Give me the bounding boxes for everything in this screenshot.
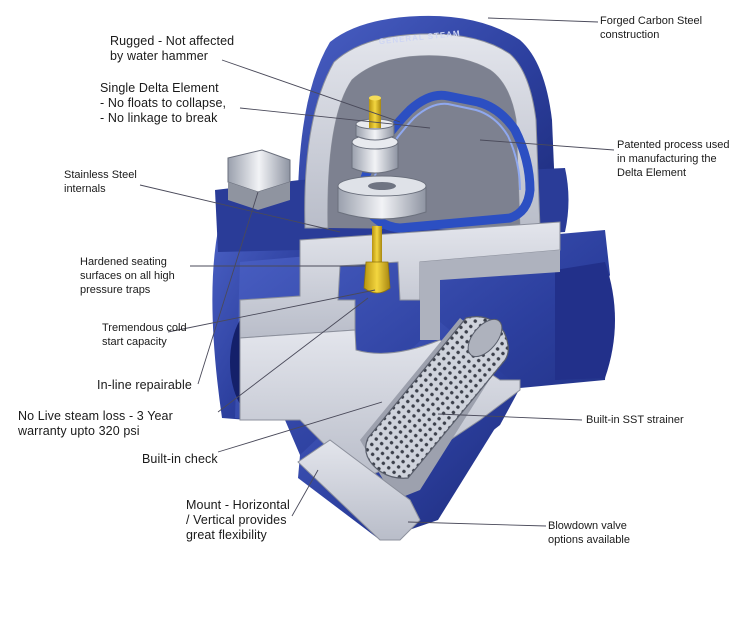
leader-cold-start bbox=[167, 289, 376, 333]
callout-patented-line3: Delta Element bbox=[617, 167, 687, 179]
leader-delta bbox=[239, 107, 431, 129]
callout-forged: Forged Carbon Steel construction bbox=[600, 14, 702, 42]
callout-hardened-line2: surfaces on all high bbox=[80, 270, 175, 282]
callout-mount-line1: Mount - Horizontal bbox=[186, 498, 290, 512]
delta-element bbox=[355, 90, 535, 233]
callout-cold-line1: Tremendous cold bbox=[102, 322, 187, 334]
callout-steam-line2: warranty upto 320 psi bbox=[18, 424, 140, 438]
callout-hardened: Hardened seating surfaces on all high pr… bbox=[80, 255, 175, 297]
valve-plug bbox=[363, 261, 391, 294]
callout-patented-line2: in manufacturing the bbox=[617, 153, 717, 165]
callout-rugged-line2: by water hammer bbox=[110, 49, 209, 63]
callout-patented-line1: Patented process used bbox=[617, 139, 730, 151]
leader-rugged bbox=[221, 59, 401, 123]
callout-cold-start: Tremendous cold start capacity bbox=[102, 321, 187, 349]
callout-strainer-line1: Built-in SST strainer bbox=[586, 414, 684, 426]
callout-strainer: Built-in SST strainer bbox=[586, 413, 684, 427]
callout-delta-line1: Single Delta Element bbox=[100, 81, 219, 95]
callout-blowdown-line2: options available bbox=[548, 534, 630, 546]
callout-mount: Mount - Horizontal / Vertical provides g… bbox=[186, 498, 290, 543]
callout-delta-line2: - No floats to collapse, bbox=[100, 96, 227, 110]
callout-patented: Patented process used in manufacturing t… bbox=[617, 138, 730, 180]
sst-strainer bbox=[365, 316, 509, 479]
valve-stem bbox=[372, 226, 382, 266]
callout-stainless: Stainless Steel internals bbox=[64, 168, 137, 196]
callout-steam-line1: No Live steam loss - 3 Year bbox=[18, 409, 173, 423]
callout-cold-line2: start capacity bbox=[102, 336, 167, 348]
leader-forged bbox=[487, 17, 599, 23]
leader-strainer bbox=[437, 413, 583, 421]
callout-mount-line3: great flexibility bbox=[186, 528, 267, 542]
outlet-bore bbox=[555, 262, 615, 380]
callout-inline: In-line repairable bbox=[97, 378, 192, 393]
callout-blowdown: Blowdown valve options available bbox=[548, 519, 630, 547]
callout-mount-line2: / Vertical provides bbox=[186, 513, 287, 527]
callout-inline-line1: In-line repairable bbox=[97, 378, 192, 392]
callout-delta-element: Single Delta Element - No floats to coll… bbox=[100, 81, 226, 126]
callout-forged-line1: Forged Carbon Steel bbox=[600, 15, 703, 27]
leader-lines bbox=[139, 17, 615, 527]
callout-check-line1: Built-in check bbox=[142, 452, 218, 466]
callout-no-live-steam: No Live steam loss - 3 Year warranty upt… bbox=[18, 409, 173, 439]
callout-delta-line3: - No linkage to break bbox=[100, 111, 218, 125]
callout-stainless-line1: Stainless Steel bbox=[64, 169, 137, 181]
callout-blowdown-line1: Blowdown valve bbox=[548, 520, 627, 532]
callout-stainless-line2: internals bbox=[64, 183, 106, 195]
callout-forged-line2: construction bbox=[600, 29, 660, 41]
leader-stainless bbox=[139, 184, 341, 233]
leader-check bbox=[217, 401, 383, 453]
callout-rugged: Rugged - Not affected by water hammer bbox=[110, 34, 234, 64]
flange-bolt-left bbox=[227, 149, 291, 210]
callout-rugged-line1: Rugged - Not affected bbox=[110, 34, 235, 48]
leader-mount bbox=[291, 469, 319, 517]
internals bbox=[337, 90, 535, 479]
callout-check: Built-in check bbox=[142, 452, 218, 467]
leader-no-live-steam bbox=[217, 297, 369, 413]
leader-patented bbox=[479, 139, 615, 151]
lower-nut bbox=[337, 175, 427, 220]
leader-blowdown bbox=[407, 521, 547, 527]
leader-inline bbox=[197, 191, 259, 385]
callout-hardened-line1: Hardened seating bbox=[80, 256, 167, 268]
callout-hardened-line3: pressure traps bbox=[80, 284, 151, 296]
